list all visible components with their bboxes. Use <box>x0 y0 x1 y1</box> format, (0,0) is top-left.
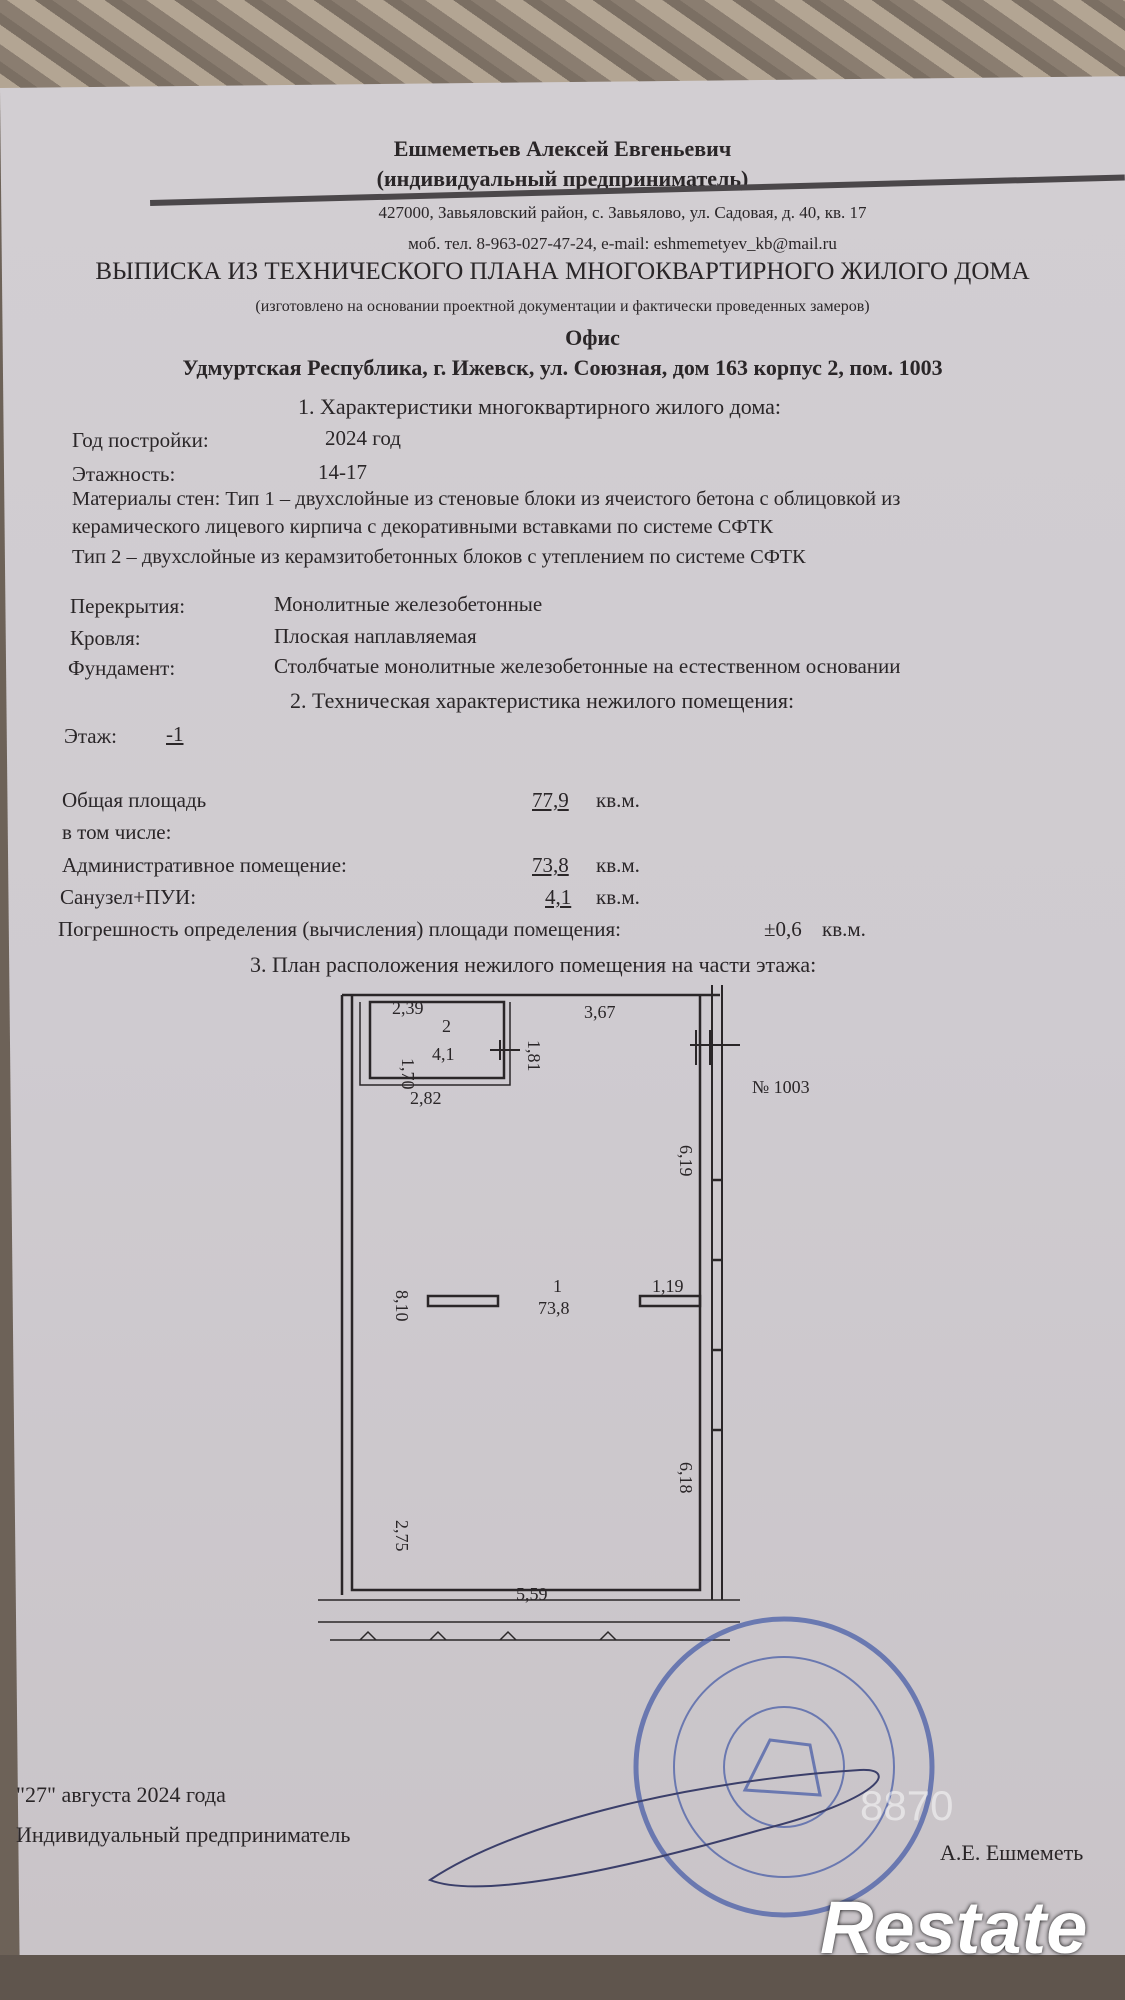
dim-2-39: 2,39 <box>392 998 424 1018</box>
error-label: Погрешность определения (вычисления) пло… <box>58 917 621 941</box>
object-address: Удмуртская Республика, г. Ижевск, ул. Со… <box>182 355 943 380</box>
walls-line2: керамического лицевого кирпича с декорат… <box>72 516 774 538</box>
facade-wall <box>711 985 723 1600</box>
restate-logo: Restate <box>820 1886 1088 1969</box>
including-label: в том числе: <box>62 820 172 844</box>
signer-role: Индивидуальный предприниматель <box>16 1822 351 1847</box>
column <box>426 1294 500 1308</box>
slabs-label: Перекрытия: <box>70 594 186 618</box>
dim-8-10: 8,10 <box>392 1290 412 1322</box>
dim-6-18: 6,18 <box>676 1462 696 1494</box>
dim-1-81: 1,81 <box>524 1040 544 1072</box>
floor-label: Этаж: <box>64 724 117 748</box>
author-name: Ешмеметьев Алексей Евгеньевич <box>393 136 732 161</box>
corridor <box>318 1599 740 1641</box>
watermark-number: 8870 <box>860 1782 953 1829</box>
floors-label: Этажность: <box>72 462 176 486</box>
section3-heading: 3. План расположения нежилого помещения … <box>250 952 817 977</box>
dim-1-19: 1,19 <box>652 1276 684 1296</box>
room2-number: 2 <box>442 1016 451 1036</box>
walls-line1: Материалы стен: Тип 1 – двухслойные из с… <box>72 488 901 510</box>
year-label: Год постройки: <box>72 428 209 452</box>
roof-value: Плоская наплавляемая <box>274 624 477 648</box>
floors-value: 14-17 <box>318 460 367 484</box>
seal-stamp <box>633 1616 935 1918</box>
total-area-unit: кв.м. <box>596 788 640 812</box>
wc-door <box>490 1040 520 1060</box>
room1-number: 1 <box>553 1276 562 1296</box>
wc-area-label: Санузел+ПУИ: <box>60 885 197 909</box>
dim-5-59: 5,59 <box>516 1584 548 1604</box>
window-niche <box>638 1294 702 1308</box>
section2-heading: 2. Техническая характеристика нежилого п… <box>290 688 795 713</box>
entrance <box>690 1030 740 1065</box>
floor-value: -1 <box>166 722 184 746</box>
signature <box>427 1768 880 1888</box>
background-bottom <box>0 1955 1125 2000</box>
wc-area-unit: кв.м. <box>596 885 640 909</box>
roof-label: Кровля: <box>70 626 141 650</box>
slabs-value: Монолитные железобетонные <box>274 592 543 616</box>
wc-room <box>368 1000 506 1080</box>
year-value: 2024 год <box>325 426 401 450</box>
foundation-label: Фундамент: <box>68 656 176 680</box>
outer-walls <box>340 993 720 1595</box>
object-type: Офис <box>565 325 620 350</box>
admin-area-unit: кв.м. <box>596 853 640 877</box>
walls-line3: Тип 2 – двухслойные из керамзитобетонных… <box>72 546 806 568</box>
total-area-value: 77,9 <box>532 788 569 812</box>
dim-1-70: 1,70 <box>398 1058 418 1090</box>
unit-number-label: № 1003 <box>752 1077 810 1097</box>
document-date: "27" августа 2024 года <box>16 1782 226 1807</box>
dim-2-82: 2,82 <box>410 1088 442 1108</box>
room2-area: 4,1 <box>432 1044 455 1064</box>
error-value: ±0,6 <box>764 917 802 941</box>
error-unit: кв.м. <box>822 917 866 941</box>
wc-area-value: 4,1 <box>545 885 572 909</box>
room1-area: 73,8 <box>538 1298 570 1318</box>
admin-area-label: Административное помещение: <box>62 853 347 877</box>
document-title: ВЫПИСКА ИЗ ТЕХНИЧЕСКОГО ПЛАНА МНОГОКВАРТ… <box>95 258 1030 285</box>
signer-name: А.Е. Ешмеметь <box>940 1840 1084 1865</box>
author-address: 427000, Завьяловский район, с. Завьялово… <box>378 203 867 222</box>
dim-6-19: 6,19 <box>676 1145 696 1177</box>
admin-area-value: 73,8 <box>532 853 569 877</box>
dim-3-67: 3,67 <box>584 1002 616 1022</box>
author-contacts: моб. тел. 8-963-027-47-24, e-mail: eshme… <box>408 234 837 253</box>
section1-heading: 1. Характеристики многоквартирного жилог… <box>298 394 782 419</box>
dim-2-75: 2,75 <box>392 1520 412 1552</box>
total-area-label: Общая площадь <box>62 788 207 812</box>
document-subtitle: (изготовлено на основании проектной доку… <box>255 298 870 315</box>
foundation-value: Столбчатые монолитные железобетонные на … <box>274 654 901 678</box>
